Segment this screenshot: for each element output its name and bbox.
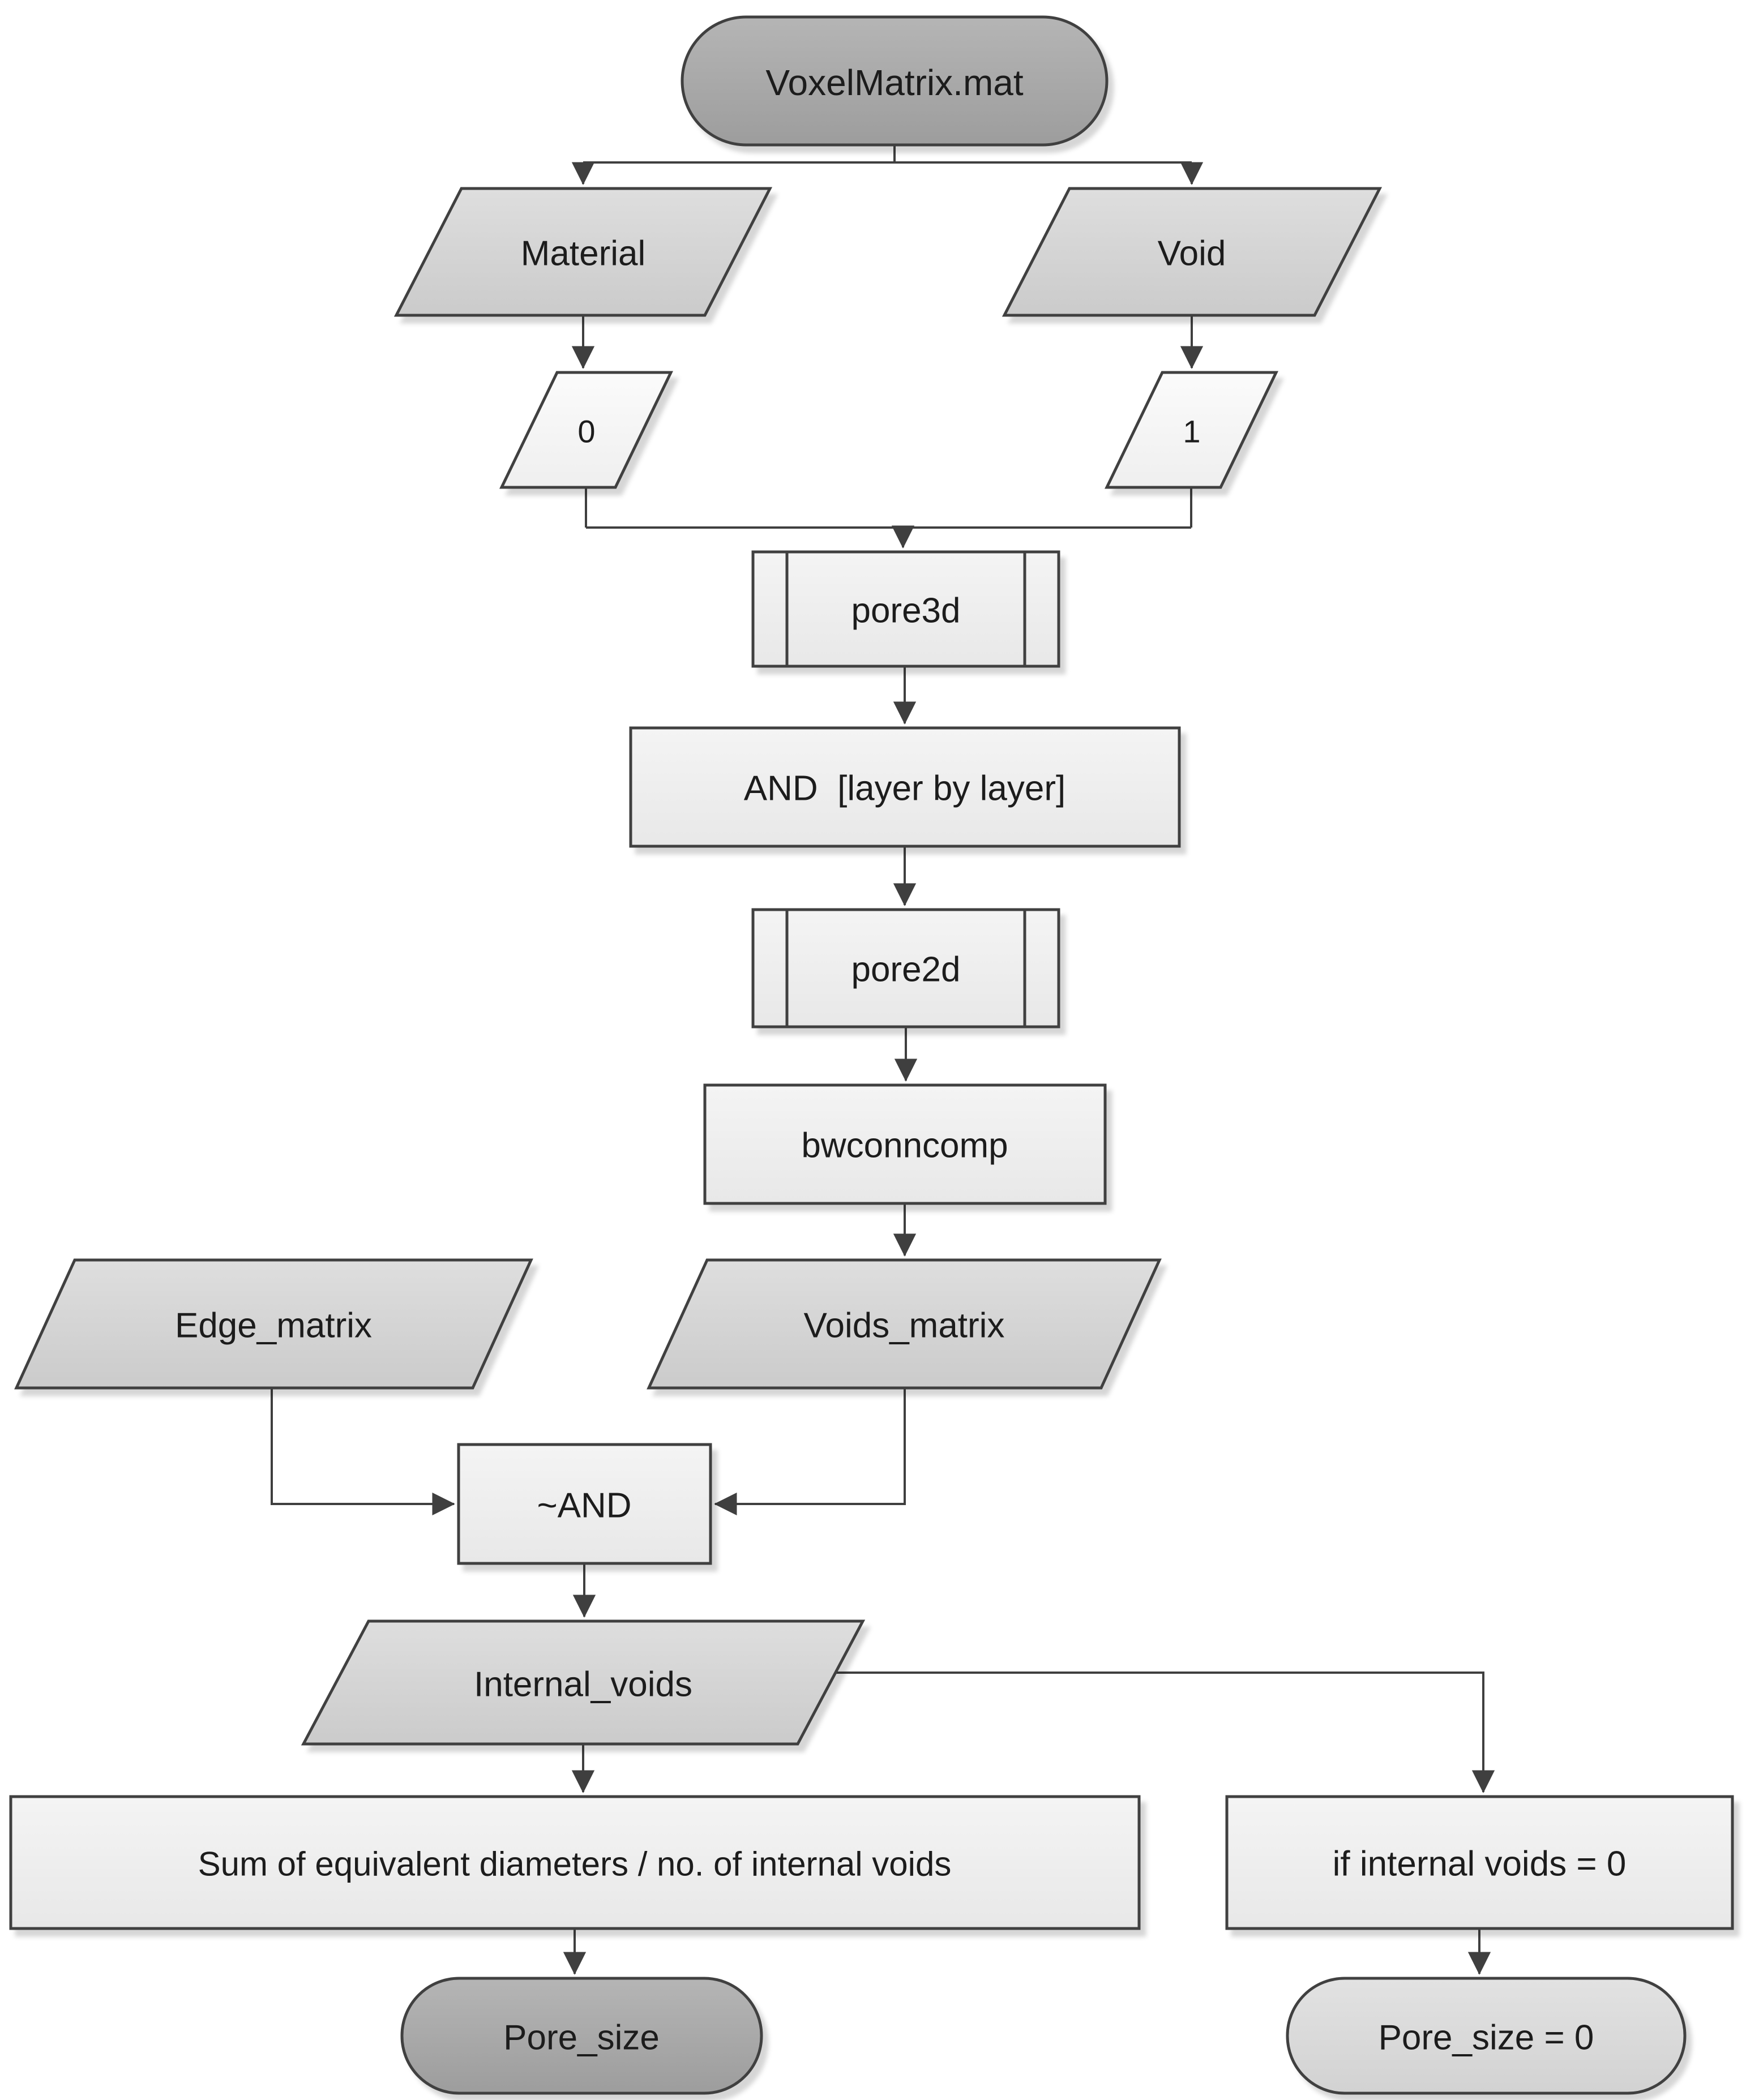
process-shape [9,1795,1141,1930]
data-parallelogram-shape [647,1258,1162,1390]
data-parallelogram-shape [14,1258,533,1390]
node-pore-size-zero: Pore_size = 0 [1286,1977,1687,2095]
node-sum: Sum of equivalent diameters / no. of int… [9,1795,1141,1930]
node-pore2d: pore2d [751,908,1060,1028]
terminator-shape [681,15,1109,147]
value-parallelogram-shape [1105,371,1278,489]
predefined-process-shape [751,908,1060,1028]
bwconncomp-label: bwconncomp [801,1126,1008,1165]
data-parallelogram-shape [301,1619,866,1746]
process-shape [1225,1795,1734,1930]
node-internal-voids: Internal_voids [301,1619,866,1746]
terminator-shape [400,1977,763,2095]
pore2d-label: pore2d [851,950,960,989]
internal-voids-label: Internal_voids [474,1665,692,1704]
pore-size-label: Pore_size [503,2018,660,2058]
voids-matrix-label: Voids_matrix [804,1306,1005,1345]
pore3d-label: pore3d [851,592,960,631]
zero-label: 0 [577,414,595,449]
terminator-shape [1286,1977,1687,2095]
node-nand: ~AND [457,1443,712,1565]
node-edge-matrix: Edge_matrix [14,1258,533,1390]
node-voids-matrix: Voids_matrix [647,1258,1162,1390]
sum-label: Sum of equivalent diameters / no. of int… [198,1845,952,1883]
value-parallelogram-shape [499,371,673,489]
edge-start-split [583,145,1192,164]
process-shape [457,1443,712,1565]
node-and-layer: AND [layer by layer] [629,726,1181,848]
node-material: Material [393,187,773,317]
edge-internalvoids-ifzero [836,1672,1495,1793]
node-pore-size: Pore_size [400,1977,763,2095]
pore-size-zero-label: Pore_size = 0 [1379,2018,1594,2058]
data-parallelogram-shape [1002,187,1383,317]
start-label: VoxelMatrix.mat [765,62,1023,103]
and-layer-label: AND [layer by layer] [744,769,1066,808]
node-one: 1 [1105,371,1278,489]
edge-voidsmatrix-nand [714,1388,906,1516]
node-bwconncomp: bwconncomp [703,1083,1107,1205]
edges [271,145,1495,1975]
node-pore3d: pore3d [751,550,1060,668]
nand-label: ~AND [537,1486,631,1525]
edge-merge-lines [585,487,1192,529]
one-label: 1 [1183,414,1200,449]
node-if-zero: if internal voids = 0 [1225,1795,1734,1930]
node-void: Void [1002,187,1383,317]
data-parallelogram-shape [393,187,773,317]
edge-edgematrix-nand [271,1388,455,1516]
process-shape [703,1083,1107,1205]
edge-matrix-label: Edge_matrix [175,1306,372,1345]
predefined-process-shape [751,550,1060,668]
node-start: VoxelMatrix.mat [681,15,1109,147]
material-label: Material [521,234,646,273]
if-zero-label: if internal voids = 0 [1333,1845,1627,1884]
void-label: Void [1158,234,1226,273]
node-zero: 0 [499,371,673,489]
process-shape [629,726,1181,848]
